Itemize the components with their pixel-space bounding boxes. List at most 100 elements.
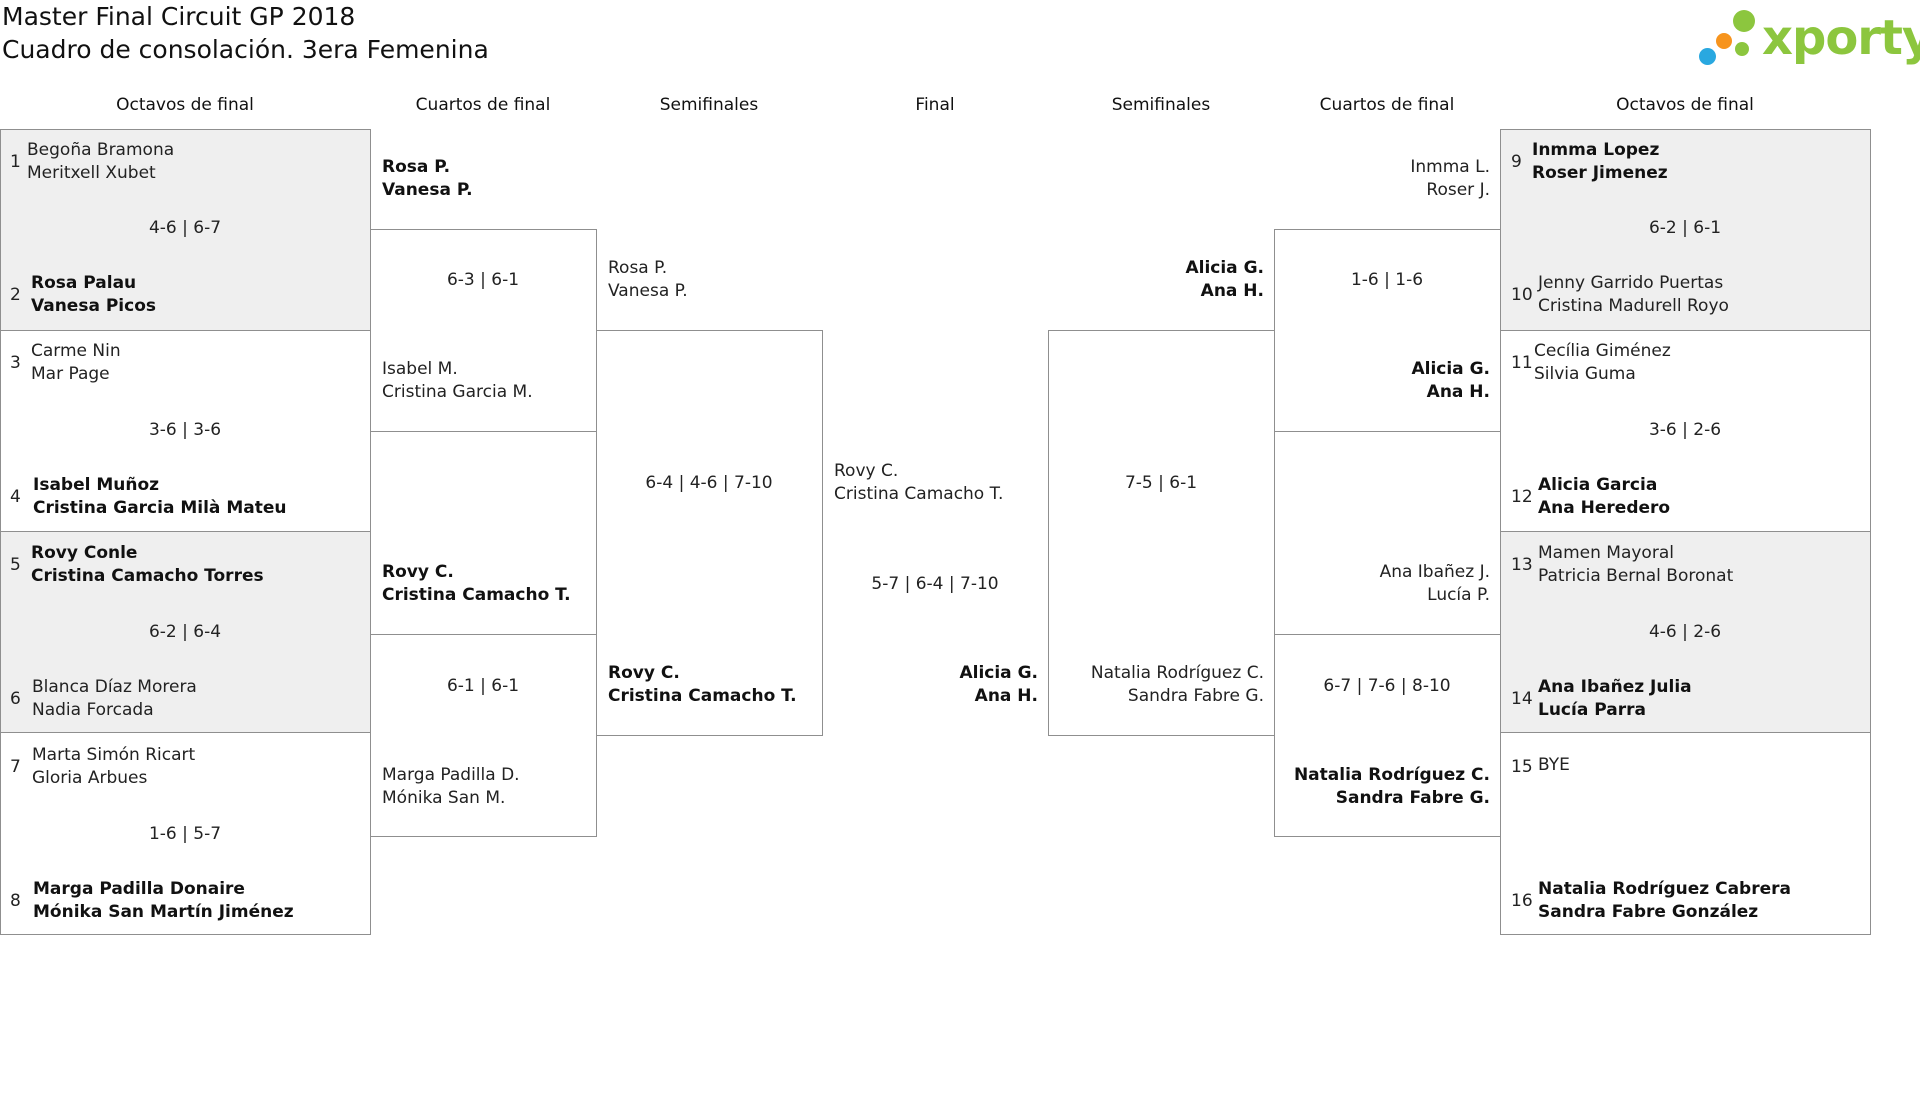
player-name: Carme Nin bbox=[31, 341, 121, 361]
player-name-winner: Inmma Lopez bbox=[1532, 140, 1660, 160]
player-name: Nadia Forcada bbox=[32, 700, 154, 720]
seed-number: 4 bbox=[10, 487, 21, 507]
header-left-sf: Semifinales bbox=[659, 95, 759, 115]
player-name-winner: Cristina Camacho T. bbox=[608, 686, 797, 706]
player-name: Rosa P. bbox=[608, 258, 668, 278]
player-name-winner: Ana H. bbox=[1426, 382, 1490, 402]
seed-number: 3 bbox=[10, 353, 21, 373]
final-score: 5-7 | 6-4 | 7-10 bbox=[871, 574, 999, 594]
seed-number: 13 bbox=[1511, 555, 1533, 575]
page-title: Master Final Circuit GP 2018 bbox=[2, 2, 356, 31]
player-name-winner: Rovy C. bbox=[382, 562, 454, 582]
header-left-qf: Cuartos de final bbox=[415, 95, 551, 115]
player-name: Marga Padilla D. bbox=[382, 765, 520, 785]
player-name-bye: BYE bbox=[1538, 755, 1570, 775]
player-name-winner: Vanesa Picos bbox=[31, 296, 157, 316]
player-name: Blanca Díaz Morera bbox=[32, 677, 197, 697]
player-name: Jenny Garrido Puertas bbox=[1538, 273, 1724, 293]
logo-dot-orange-icon bbox=[1716, 33, 1732, 49]
xporty-logo[interactable]: xporty bbox=[1695, 4, 1920, 70]
player-name: Isabel M. bbox=[382, 359, 458, 379]
match-score: 6-3 | 6-1 bbox=[446, 270, 520, 290]
player-name-winner: Rosa P. bbox=[382, 157, 451, 177]
player-name: Sandra Fabre G. bbox=[1127, 686, 1264, 706]
match-score: 4-6 | 6-7 bbox=[148, 218, 222, 238]
match-score: 3-6 | 2-6 bbox=[1648, 420, 1722, 440]
player-name-winner: Alicia Garcia bbox=[1538, 475, 1658, 495]
right-r16-match-1[interactable] bbox=[1500, 129, 1871, 331]
match-score: 3-6 | 3-6 bbox=[148, 420, 222, 440]
player-name-winner: Mónika San Martín Jiménez bbox=[33, 902, 294, 922]
player-name: Marta Simón Ricart bbox=[32, 745, 196, 765]
player-name-winner: Vanesa P. bbox=[382, 180, 473, 200]
player-name: Vanesa P. bbox=[608, 281, 688, 301]
seed-number: 10 bbox=[1511, 285, 1533, 305]
player-name: Rovy C. bbox=[834, 461, 899, 481]
player-name: Gloria Arbues bbox=[32, 768, 148, 788]
seed-number: 1 bbox=[10, 152, 21, 172]
player-name: Cecília Giménez bbox=[1534, 341, 1671, 361]
left-sf-match[interactable] bbox=[596, 330, 823, 736]
player-name-winner: Alicia G. bbox=[1185, 258, 1264, 278]
match-score: 1-6 | 5-7 bbox=[148, 824, 222, 844]
match-score: 1-6 | 1-6 bbox=[1350, 270, 1424, 290]
player-name-winner: Ana Heredero bbox=[1538, 498, 1671, 518]
player-name: Inmma L. bbox=[1410, 157, 1490, 177]
seed-number: 15 bbox=[1511, 757, 1533, 777]
seed-number: 5 bbox=[10, 555, 21, 575]
player-name-winner: Rovy Conle bbox=[31, 543, 138, 563]
seed-number: 14 bbox=[1511, 689, 1533, 709]
player-name-winner: Natalia Rodríguez Cabrera bbox=[1538, 879, 1791, 899]
player-name-winner: Cristina Camacho T. bbox=[382, 585, 571, 605]
right-r16-match-4[interactable] bbox=[1500, 732, 1871, 935]
seed-number: 11 bbox=[1511, 353, 1533, 373]
player-name: Roser J. bbox=[1426, 180, 1490, 200]
player-name: Cristina Madurell Royo bbox=[1538, 296, 1729, 316]
player-name-winner: Lucía Parra bbox=[1538, 700, 1646, 720]
player-name-winner: Alicia G. bbox=[1411, 359, 1490, 379]
left-r16-match-1[interactable] bbox=[0, 129, 371, 331]
header-final: Final bbox=[915, 95, 955, 115]
header-right-r16: Octavos de final bbox=[1616, 95, 1754, 115]
match-score: 6-4 | 4-6 | 7-10 bbox=[645, 473, 773, 493]
seed-number: 6 bbox=[10, 689, 21, 709]
match-score: 6-2 | 6-1 bbox=[1648, 218, 1722, 238]
right-sf-match[interactable] bbox=[1048, 330, 1275, 736]
player-name: Silvia Guma bbox=[1534, 364, 1636, 384]
logo-text: xporty bbox=[1762, 10, 1920, 66]
player-name-winner: Ana H. bbox=[1200, 281, 1264, 301]
player-name-winner: Rovy C. bbox=[608, 663, 680, 683]
match-score: 7-5 | 6-1 bbox=[1124, 473, 1198, 493]
player-name-winner: Cristina Camacho Torres bbox=[31, 566, 264, 586]
player-name: Lucía P. bbox=[1427, 585, 1490, 605]
left-r16-match-3[interactable] bbox=[0, 531, 371, 733]
player-name-winner: Isabel Muñoz bbox=[33, 475, 160, 495]
player-name-winner: Sandra Fabre González bbox=[1538, 902, 1759, 922]
player-name: Begoña Bramona bbox=[27, 140, 175, 160]
player-name: Patricia Bernal Boronat bbox=[1538, 566, 1734, 586]
seed-number: 7 bbox=[10, 757, 21, 777]
player-name: Mónika San M. bbox=[382, 788, 506, 808]
player-name-champion: Alicia G. bbox=[959, 663, 1038, 683]
logo-dot-green-icon bbox=[1733, 10, 1755, 32]
player-name-winner: Sandra Fabre G. bbox=[1335, 788, 1490, 808]
player-name-winner: Roser Jimenez bbox=[1532, 163, 1668, 183]
match-score: 6-7 | 7-6 | 8-10 bbox=[1323, 676, 1451, 696]
player-name: Mamen Mayoral bbox=[1538, 543, 1674, 563]
seed-number: 9 bbox=[1511, 152, 1522, 172]
seed-number: 2 bbox=[10, 285, 21, 305]
page-subtitle: Cuadro de consolación. 3era Femenina bbox=[2, 35, 489, 64]
seed-number: 16 bbox=[1511, 891, 1533, 911]
player-name: Ana Ibañez J. bbox=[1379, 562, 1490, 582]
player-name: Cristina Garcia M. bbox=[382, 382, 533, 402]
player-name: Natalia Rodríguez C. bbox=[1090, 663, 1264, 683]
player-name-champion: Ana H. bbox=[974, 686, 1038, 706]
player-name: Cristina Camacho T. bbox=[834, 484, 1004, 504]
player-name-winner: Marga Padilla Donaire bbox=[33, 879, 245, 899]
player-name-winner: Ana Ibañez Julia bbox=[1538, 677, 1692, 697]
match-score: 4-6 | 2-6 bbox=[1648, 622, 1722, 642]
seed-number: 8 bbox=[10, 891, 21, 911]
header-right-sf: Semifinales bbox=[1111, 95, 1211, 115]
match-score: 6-1 | 6-1 bbox=[446, 676, 520, 696]
logo-dot-lightgreen-icon bbox=[1735, 42, 1749, 56]
